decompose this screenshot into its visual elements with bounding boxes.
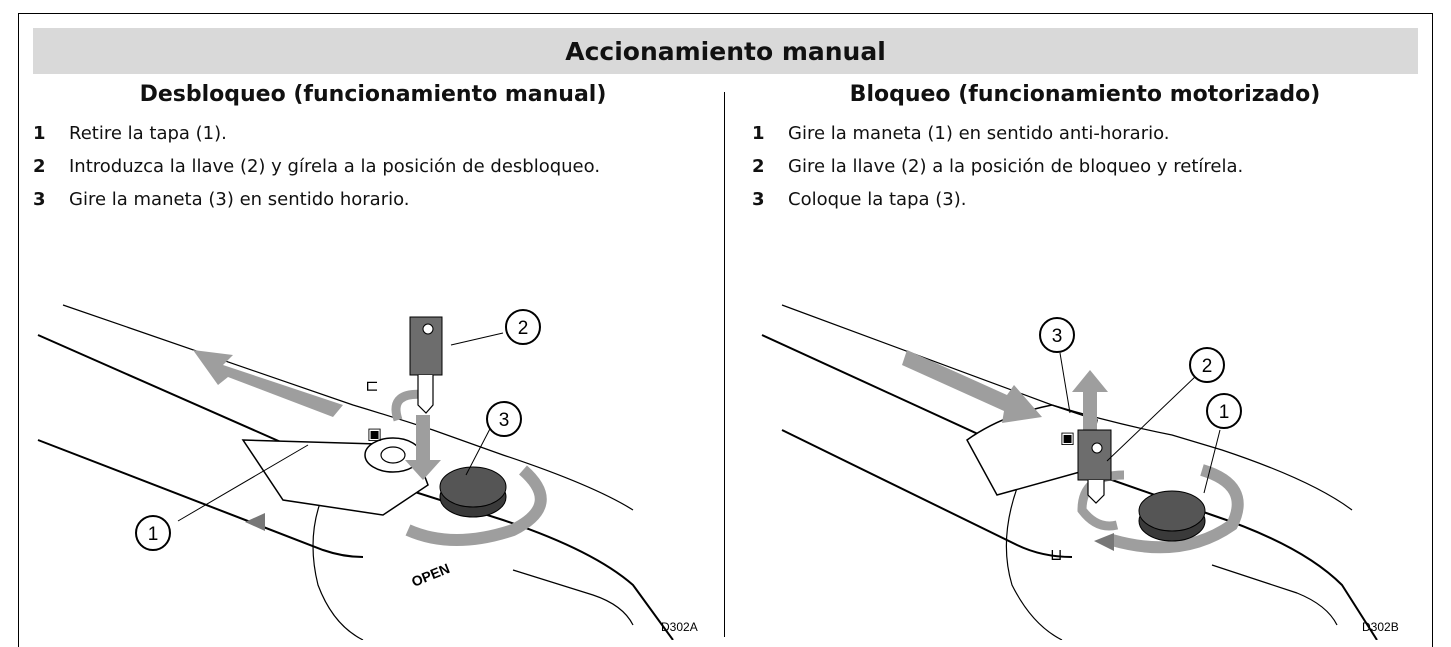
step-number: 1 xyxy=(33,123,46,144)
unlocked-icon: ⊔ xyxy=(1050,545,1062,564)
callout-3 xyxy=(486,401,522,437)
lock-illustration: ▣ ⊔ 3 2 1 D302B xyxy=(761,304,1399,640)
motor-outline xyxy=(781,429,1073,558)
triangle-marker-icon xyxy=(245,513,265,531)
unlock-section: Desbloqueo (funcionamiento manual) 1 Ret… xyxy=(33,78,713,221)
list-item: 3 Coloque la tapa (3). xyxy=(752,188,1418,212)
step-text: Introduzca la llave (2) y gírela a la po… xyxy=(69,156,601,177)
knob-icon xyxy=(439,466,507,508)
step-number: 3 xyxy=(752,189,765,210)
callout-1 xyxy=(135,515,171,551)
key-hole xyxy=(422,323,434,335)
unlocked-icon: ⊔ xyxy=(363,380,382,392)
slide-arrow-icon xyxy=(902,350,1042,423)
triangle-marker-icon xyxy=(1094,533,1114,551)
locked-icon: ▣ xyxy=(1060,428,1075,447)
list-item: 1 Gire la maneta (1) en sentido anti-hor… xyxy=(752,122,1418,146)
motor-outline xyxy=(1005,474,1063,640)
step-text: Gire la maneta (3) en sentido horario. xyxy=(69,189,410,210)
key-hole xyxy=(1091,442,1103,454)
unlock-illustration: ⊔ ▣ OPEN 1 2 3 D302A xyxy=(37,304,698,640)
unlock-steps: 1 Retire la tapa (1). 2 Introduzca la ll… xyxy=(33,122,713,212)
up-arrow-icon xyxy=(1072,370,1108,445)
lock-steps: 1 Gire la maneta (1) en sentido anti-hor… xyxy=(752,122,1418,212)
step-text: Coloque la tapa (3). xyxy=(788,189,967,210)
callout-leader xyxy=(1059,352,1071,414)
callout-leader xyxy=(177,444,309,522)
list-item: 3 Gire la maneta (3) en sentido horario. xyxy=(33,188,713,212)
callout-1 xyxy=(1206,393,1242,429)
callout-3-label: 3 xyxy=(499,410,510,431)
page-title: Accionamiento manual xyxy=(565,36,886,66)
title-bar: Accionamiento manual xyxy=(33,28,1418,74)
list-item: 2 Gire la llave (2) a la posición de blo… xyxy=(752,155,1418,179)
callout-leader xyxy=(1106,374,1198,462)
figure-code: D302B xyxy=(1362,620,1399,634)
step-number: 1 xyxy=(752,123,765,144)
callout-leader xyxy=(1203,429,1221,494)
locked-icon: ▣ xyxy=(367,424,382,443)
knob-icon xyxy=(1138,490,1206,532)
unlock-figure: ⊔ ▣ OPEN 1 2 3 D302A xyxy=(33,295,718,640)
lock-section: Bloqueo (funcionamiento motorizado) 1 Gi… xyxy=(752,78,1418,221)
lock-heading: Bloqueo (funcionamiento motorizado) xyxy=(849,82,1321,107)
lock-figure: ▣ ⊔ 3 2 1 D302B xyxy=(752,295,1418,640)
step-number: 2 xyxy=(33,156,46,177)
step-number: 2 xyxy=(752,156,765,177)
motor-outline xyxy=(1211,564,1338,626)
list-item: 1 Retire la tapa (1). xyxy=(33,122,713,146)
page-frame xyxy=(18,13,1433,647)
column-divider xyxy=(724,92,725,637)
callout-3-label: 3 xyxy=(1052,326,1063,347)
list-item: 2 Introduzca la llave (2) y gírela a la … xyxy=(33,155,713,179)
figure-code: D302A xyxy=(661,620,698,634)
key-icon xyxy=(1077,429,1112,481)
callout-2 xyxy=(505,309,541,345)
callout-1-label: 1 xyxy=(1219,402,1230,423)
lock-hole xyxy=(380,446,406,464)
callout-2 xyxy=(1189,347,1225,383)
step-number: 3 xyxy=(33,189,46,210)
callout-leader xyxy=(450,332,504,346)
motor-outline xyxy=(512,569,634,626)
unlock-heading: Desbloqueo (funcionamiento manual) xyxy=(139,82,607,107)
callout-leader xyxy=(465,422,494,476)
motor-outline xyxy=(761,334,1378,640)
callout-2-label: 2 xyxy=(518,318,529,339)
key-blade xyxy=(1087,480,1105,504)
callout-3 xyxy=(1039,317,1075,353)
motor-outline xyxy=(37,439,364,558)
callout-1-label: 1 xyxy=(148,524,159,545)
step-text: Retire la tapa (1). xyxy=(69,123,227,144)
open-marking: OPEN xyxy=(409,560,452,590)
step-text: Gire la maneta (1) en sentido anti-horar… xyxy=(788,123,1170,144)
rotate-arrow-icon xyxy=(405,465,547,546)
rotate-arrow-icon xyxy=(1110,464,1244,554)
slide-arrow-icon xyxy=(193,350,343,417)
key-blade xyxy=(417,375,434,414)
callout-2-label: 2 xyxy=(1202,356,1213,377)
motor-outline xyxy=(62,304,634,511)
down-arrow-icon xyxy=(405,415,441,480)
step-text: Gire la llave (2) a la posición de bloqu… xyxy=(788,156,1244,177)
